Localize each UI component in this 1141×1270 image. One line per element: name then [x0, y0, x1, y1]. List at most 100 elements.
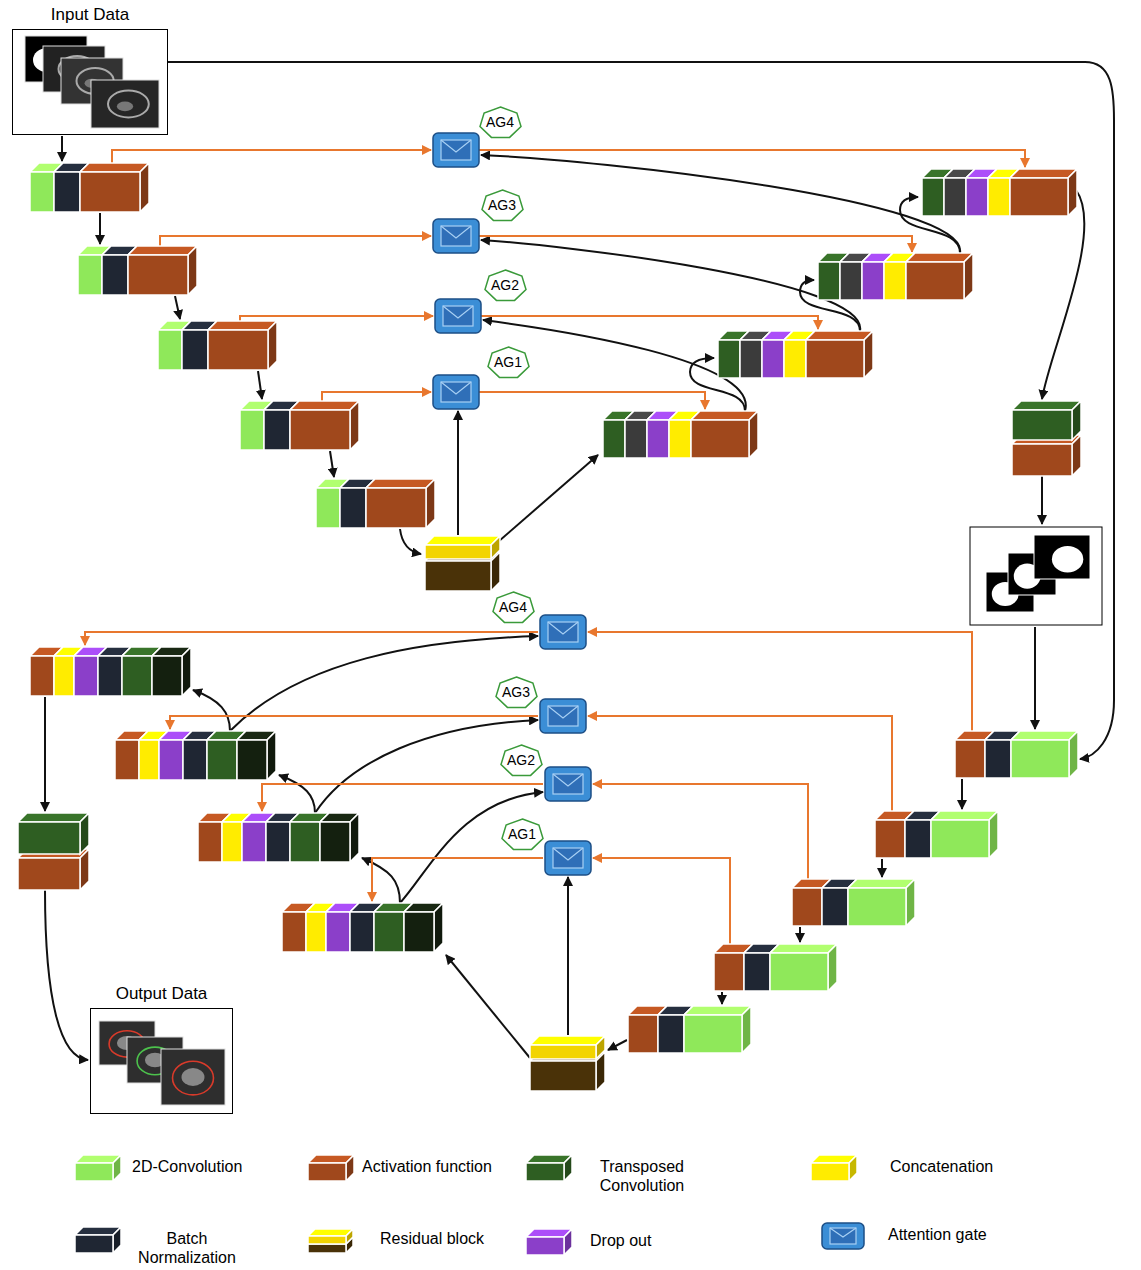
block-side: [828, 944, 837, 991]
layer-block: [691, 411, 758, 458]
block-front: [242, 822, 266, 862]
block-front: [762, 340, 784, 378]
block-front: [1012, 444, 1072, 476]
flow-arrow: [322, 392, 431, 401]
block-top: [425, 536, 500, 545]
block-front: [290, 822, 320, 862]
block-front: [54, 656, 74, 696]
block-side: [906, 879, 915, 926]
flow-arrow: [112, 150, 431, 163]
gate-icon: [553, 848, 583, 868]
block-front: [326, 912, 350, 952]
block-front: [237, 740, 267, 780]
attention-gate: [433, 219, 479, 253]
block-side: [749, 411, 758, 458]
block-front: [183, 740, 207, 780]
flow-arrow: [400, 792, 543, 903]
heptagon-shape: [488, 347, 529, 377]
gate-name: AG2: [491, 277, 519, 293]
legend-swatch: [72, 1152, 124, 1184]
flow-arrow: [479, 236, 912, 252]
mask-blob: [1052, 546, 1083, 572]
legend-label: Activation function: [362, 1157, 492, 1176]
scan-texture: [108, 91, 149, 118]
mask-panel: [970, 527, 1102, 625]
flow-arrow: [362, 858, 400, 903]
block-front: [770, 953, 828, 991]
flow-arrow: [258, 371, 262, 399]
segmentation-contour: [173, 1061, 214, 1095]
block-front: [684, 1015, 742, 1053]
block-front: [691, 420, 749, 458]
block-side: [964, 253, 973, 300]
block-side: [491, 536, 500, 559]
block-side: [267, 731, 276, 780]
result-image: [161, 1049, 225, 1105]
layer-block: [18, 813, 89, 854]
gate-icon-flap: [553, 848, 583, 860]
layer-block: [906, 253, 973, 300]
block-top: [308, 1237, 353, 1244]
block-front: [115, 740, 139, 780]
gate-body: [822, 1223, 864, 1249]
gate-label: AG4: [478, 104, 523, 140]
flow-arrow: [881, 859, 883, 877]
block-side: [596, 1036, 605, 1059]
block-front: [658, 1015, 684, 1053]
layer-block: [530, 1036, 605, 1059]
flow-arrow: [45, 890, 88, 1060]
block-top: [1010, 169, 1077, 178]
block-front: [306, 912, 326, 952]
block-front: [714, 953, 744, 991]
block-front: [316, 488, 340, 528]
block-front: [30, 656, 54, 696]
flow-arrow: [491, 455, 598, 548]
block-side: [742, 1006, 751, 1053]
attention-gate: [540, 699, 586, 733]
block-front: [18, 858, 80, 890]
legend-swatch: [523, 1152, 575, 1184]
block-front: [207, 740, 237, 780]
block-front: [955, 740, 985, 778]
block-side: [350, 401, 359, 450]
scan-illustration: [91, 1009, 232, 1113]
block-front: [848, 888, 906, 926]
gate-icon: [830, 1228, 856, 1244]
gate-icon: [548, 706, 578, 726]
block-front: [320, 822, 350, 862]
layer-block: [366, 479, 435, 528]
block-front: [530, 1061, 596, 1091]
block-side: [113, 1155, 121, 1181]
gate-body: [540, 699, 586, 733]
gate-label: AG4: [491, 589, 536, 625]
block-side: [989, 811, 998, 858]
block-side: [864, 331, 873, 378]
block-front: [98, 656, 122, 696]
gate-name: AG2: [507, 752, 535, 768]
image-panel: Input Data: [12, 4, 168, 135]
gate-body: [433, 219, 479, 253]
gate-icon-flap: [441, 226, 471, 238]
gate-body: [435, 299, 481, 333]
block-front: [208, 330, 268, 370]
block-front: [74, 656, 98, 696]
block-front: [526, 1163, 564, 1181]
block-front: [792, 888, 822, 926]
layer-block: [811, 1155, 857, 1181]
block-top: [18, 813, 89, 822]
block-top: [684, 1006, 751, 1015]
flow-arrow: [44, 697, 46, 811]
attention-gate: [435, 299, 481, 333]
gate-body: [540, 615, 586, 649]
layer-block: [848, 879, 915, 926]
block-front: [80, 172, 140, 212]
flow-arrow: [1042, 190, 1084, 399]
flow-arrow: [400, 529, 421, 554]
block-front: [906, 262, 964, 300]
layer-block: [684, 1006, 751, 1053]
block-side: [1072, 401, 1081, 440]
block-front: [526, 1237, 564, 1255]
block-front: [811, 1163, 849, 1181]
flow-arrow: [799, 927, 801, 942]
